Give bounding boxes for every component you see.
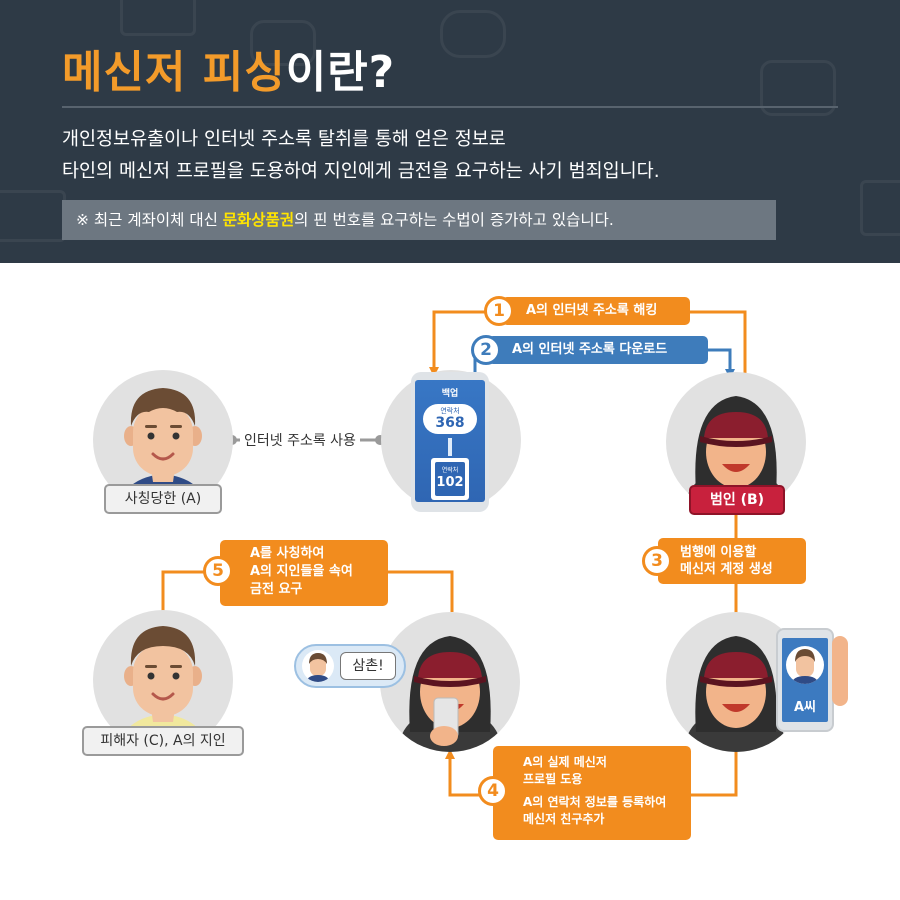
title-rest: 이란?	[285, 47, 396, 98]
cloud-label: 연락처	[440, 407, 460, 415]
criminal-chat-avatar	[380, 612, 520, 752]
chat-bubble: 삼촌!	[294, 644, 406, 688]
step1-pill: A의 인터넷 주소록 해킹	[502, 297, 690, 325]
criminal-b-label: 범인 (B)	[689, 485, 785, 515]
victim-c-label: 피해자 (C), A의 지인	[82, 726, 244, 756]
step3-number-badge: 3	[642, 546, 672, 576]
title-highlight: 메신저 피싱	[62, 47, 286, 98]
step4-number-badge: 4	[478, 776, 508, 806]
step5-text-line1: A를 사칭하여	[250, 546, 325, 561]
step4-text-line4: 메신저 친구추가	[523, 812, 605, 826]
device-value: 102	[436, 475, 464, 490]
profile-avatar-icon	[786, 646, 824, 684]
phone-device: 백업 연락처 368 연락처 102	[411, 372, 489, 512]
notice-highlight: 문화상품권	[222, 211, 295, 229]
notice-prefix: ※ 최근 계좌이체 대신	[76, 211, 223, 229]
chat-avatar-icon	[302, 650, 334, 682]
victim-a-label: 사칭당한 (A)	[104, 484, 222, 514]
title-divider	[62, 106, 838, 108]
hand-icon	[832, 636, 848, 706]
step5-text-line3: 금전 요구	[250, 582, 303, 597]
address-use-label: 인터넷 주소록 사용	[240, 430, 360, 450]
description-line-1: 개인정보유출이나 인터넷 주소록 탈취를 통해 얻은 정보로	[62, 129, 506, 150]
step5-number-badge: 5	[203, 556, 233, 586]
description-line-2: 타인의 메신저 프로필을 도용하여 지인에게 금전을 요구하는 사기 범죄입니다…	[62, 161, 660, 182]
decor-chat-icon	[250, 20, 316, 66]
notice-suffix: 의 핀 번호를 요구하는 수법이 증가하고 있습니다.	[294, 211, 614, 229]
chat-message: 삼촌!	[340, 652, 396, 680]
page-title: 메신저 피싱이란?	[62, 36, 395, 100]
phone-header-text: 백업	[441, 389, 459, 399]
decor-chat-icon	[440, 10, 506, 58]
step2-text: A의 인터넷 주소록 다운로드	[512, 342, 668, 357]
step1-number-badge: 1	[484, 296, 514, 326]
decor-envelope-icon	[120, 0, 196, 36]
header-banner: 메신저 피싱이란? 개인정보유출이나 인터넷 주소록 탈취를 통해 얻은 정보로…	[0, 0, 900, 263]
decor-chat-icon	[760, 60, 836, 116]
step5-text-line2: A의 지인들을 속여	[250, 564, 353, 579]
sync-arrow-icon	[448, 438, 452, 456]
step4-text-line1: A의 실제 메신저	[523, 755, 607, 769]
step2-number-badge: 2	[471, 335, 501, 365]
device-label: 연락처	[441, 467, 459, 474]
description: 개인정보유출이나 인터넷 주소록 탈취를 통해 얻은 정보로 타인의 메신저 프…	[62, 124, 660, 188]
step4-pill: A의 실제 메신저 프로필 도용 A의 연락처 정보를 등록하여 메신저 친구추…	[493, 746, 691, 840]
step3-text-line1: 범행에 이용할	[680, 545, 757, 560]
hooded-criminal-icon	[684, 636, 788, 752]
profile-phone: A씨	[776, 628, 834, 732]
step4-text-line2: 프로필 도용	[523, 772, 583, 786]
decor-envelope-icon	[860, 180, 900, 236]
hooded-criminal-icon	[398, 636, 502, 752]
device-box: 연락처 102	[431, 458, 469, 500]
step5-pill: A를 사칭하여 A의 지인들을 속여 금전 요구	[220, 540, 388, 606]
notice-box: ※ 최근 계좌이체 대신 문화상품권의 핀 번호를 요구하는 수법이 증가하고 …	[62, 200, 776, 240]
cloud-icon: 연락처 368	[423, 404, 477, 434]
step4-text-line3: A의 연락처 정보를 등록하여	[523, 795, 667, 809]
step3-pill: 범행에 이용할 메신저 계정 생성	[658, 538, 806, 584]
profile-name: A씨	[793, 700, 817, 715]
step1-text: A의 인터넷 주소록 해킹	[526, 303, 658, 318]
phone-screen: 백업 연락처 368 연락처 102	[415, 380, 485, 502]
step3-text-line2: 메신저 계정 생성	[680, 562, 773, 577]
cloud-value: 368	[435, 415, 465, 431]
step2-pill: A의 인터넷 주소록 다운로드	[488, 336, 708, 364]
